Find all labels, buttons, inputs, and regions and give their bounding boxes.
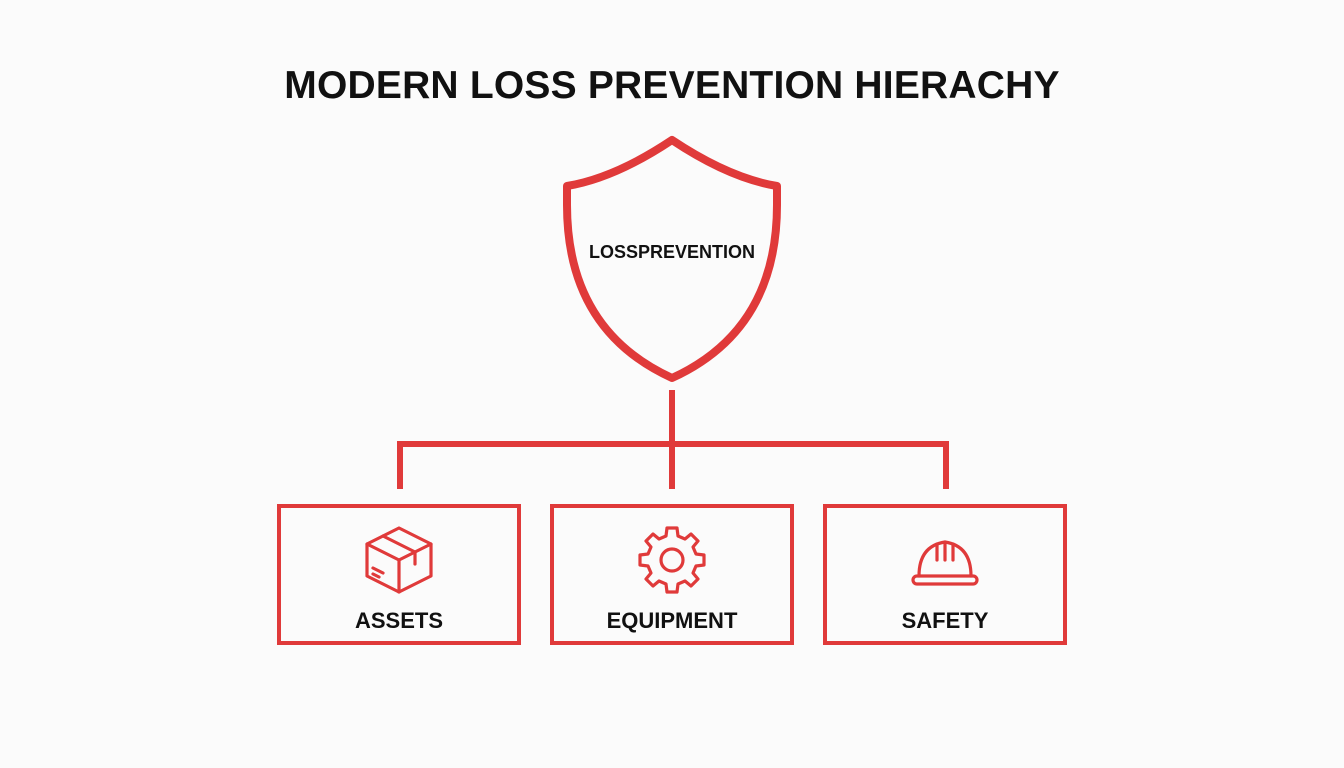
hard-hat-icon [911,540,979,586]
safety-card: SAFETY [823,504,1067,645]
shield-icon [563,136,781,382]
safety-label: SAFETY [901,608,989,633]
shield-label: LOSSPREVENTION [588,242,756,262]
equipment-label: EQUIPMENT [606,608,738,633]
box-icon [365,526,433,594]
page-title: MODERN LOSS PREVENTION HIERACHY [284,64,1060,107]
assets-card: ASSETS [277,504,521,645]
gear-icon [638,526,706,594]
connector-lines [397,390,949,489]
equipment-card: EQUIPMENT [550,504,794,645]
assets-label: ASSETS [354,608,444,633]
